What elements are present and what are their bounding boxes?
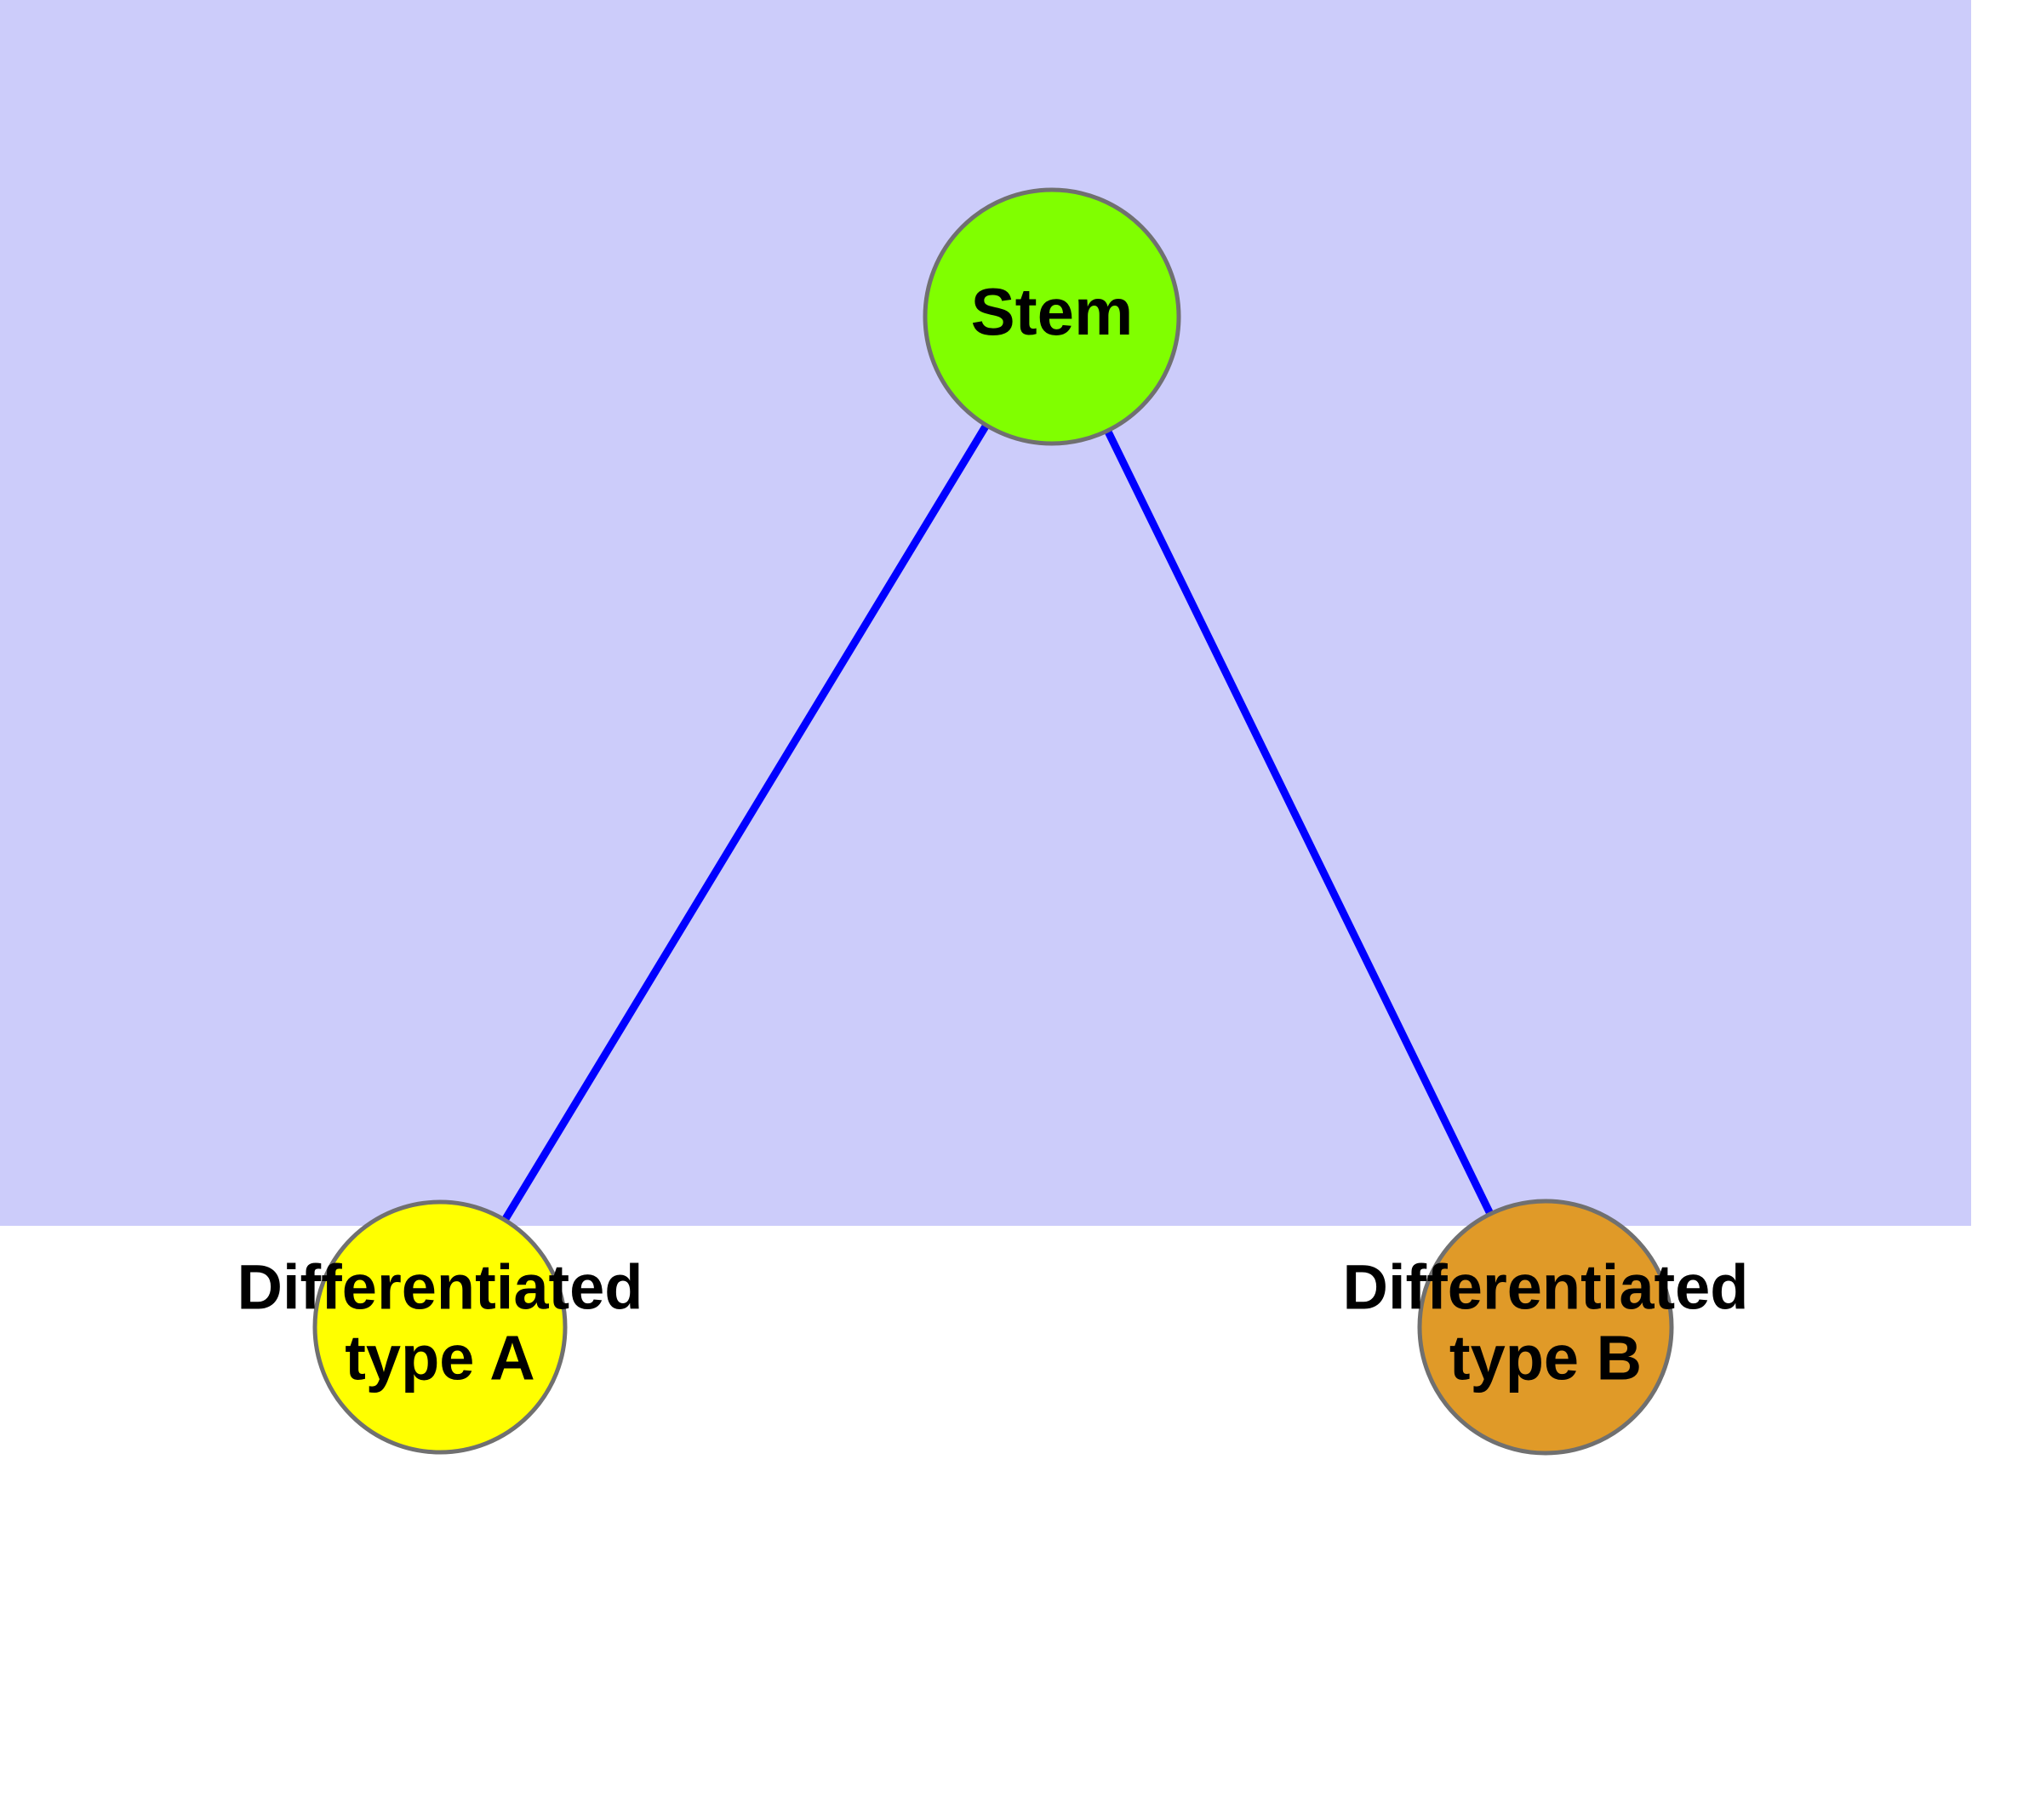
node-stem-label: Stem bbox=[971, 274, 1134, 349]
node-differentiated-type-b-circle[interactable] bbox=[1417, 1199, 1674, 1456]
node-differentiated-type-a-circle[interactable] bbox=[312, 1199, 568, 1455]
node-differentiated-type-a[interactable] bbox=[312, 1199, 568, 1455]
nodes-layer bbox=[312, 187, 1674, 1456]
node-differentiated-type-b[interactable] bbox=[1417, 1199, 1674, 1456]
edge-stem-to-differentiated-type-a[interactable] bbox=[500, 421, 991, 1224]
node-stem-circle[interactable] bbox=[923, 187, 1181, 446]
edge-stem-to-differentiated-type-b[interactable] bbox=[1103, 427, 1495, 1217]
node-stem[interactable] bbox=[923, 187, 1181, 446]
diagram-background bbox=[0, 0, 1971, 1226]
edges-layer bbox=[500, 421, 1495, 1224]
